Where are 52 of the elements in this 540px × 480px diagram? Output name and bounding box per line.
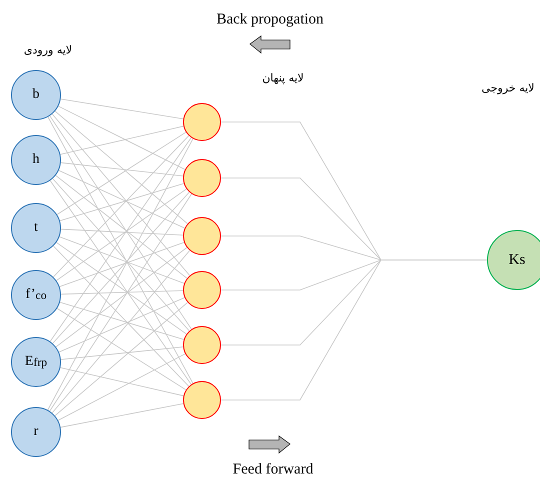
connection-line: [52, 192, 190, 344]
caption-text: Back propogation: [216, 12, 324, 28]
connection-line: [56, 188, 187, 281]
connection-line: [49, 194, 192, 412]
connection-line: [58, 353, 186, 421]
connection-line: [60, 367, 184, 396]
connection-line: [48, 116, 194, 384]
neuron-circle: [183, 217, 221, 255]
connection-line: [49, 115, 192, 330]
layer-label: لایه پنهان: [262, 72, 304, 84]
input-node: b: [11, 70, 61, 120]
caption-text: Feed forward: [232, 462, 314, 478]
input-node: r: [11, 407, 61, 457]
connection-line: [56, 247, 188, 348]
connection-line: [60, 403, 184, 428]
connection-line: [60, 183, 184, 222]
connection-line: [52, 135, 190, 278]
connection-line: [52, 250, 190, 414]
connection-line: [50, 180, 192, 385]
neuron-circle: [183, 381, 221, 419]
input-node: h: [11, 135, 61, 185]
connection-line: [53, 246, 190, 387]
connection-line: [60, 346, 184, 360]
connection-line: [54, 302, 188, 416]
connection-line: [60, 302, 184, 340]
connection-line: [55, 175, 188, 279]
neuron-circle: [183, 271, 221, 309]
connection-line: [54, 110, 188, 224]
neuron-circle: [183, 103, 221, 141]
connection-line: [58, 106, 186, 170]
neuron-circle: [183, 159, 221, 197]
input-node: t: [11, 203, 61, 253]
connection-line: [59, 242, 184, 287]
connection-line: [52, 178, 190, 332]
connection-line: [60, 98, 184, 120]
connection-line: [56, 308, 186, 390]
connection-line: [60, 162, 184, 176]
connection-line: [60, 228, 184, 236]
connection-line: [56, 242, 187, 334]
connection-line: [47, 138, 194, 410]
connection-line: [58, 170, 186, 228]
output-node: Ks: [487, 230, 540, 290]
layer-label: لایه ورودی: [24, 44, 72, 56]
connection-line: [60, 290, 184, 295]
connection-line: [59, 236, 185, 284]
connection-line: [56, 132, 186, 215]
connection-line: [60, 126, 184, 155]
layer-label: لایه خروجی: [482, 82, 534, 94]
connection-line: [50, 137, 192, 342]
connection-line: [52, 114, 190, 276]
connection-line: [58, 297, 185, 352]
neuron-circle: [183, 326, 221, 364]
